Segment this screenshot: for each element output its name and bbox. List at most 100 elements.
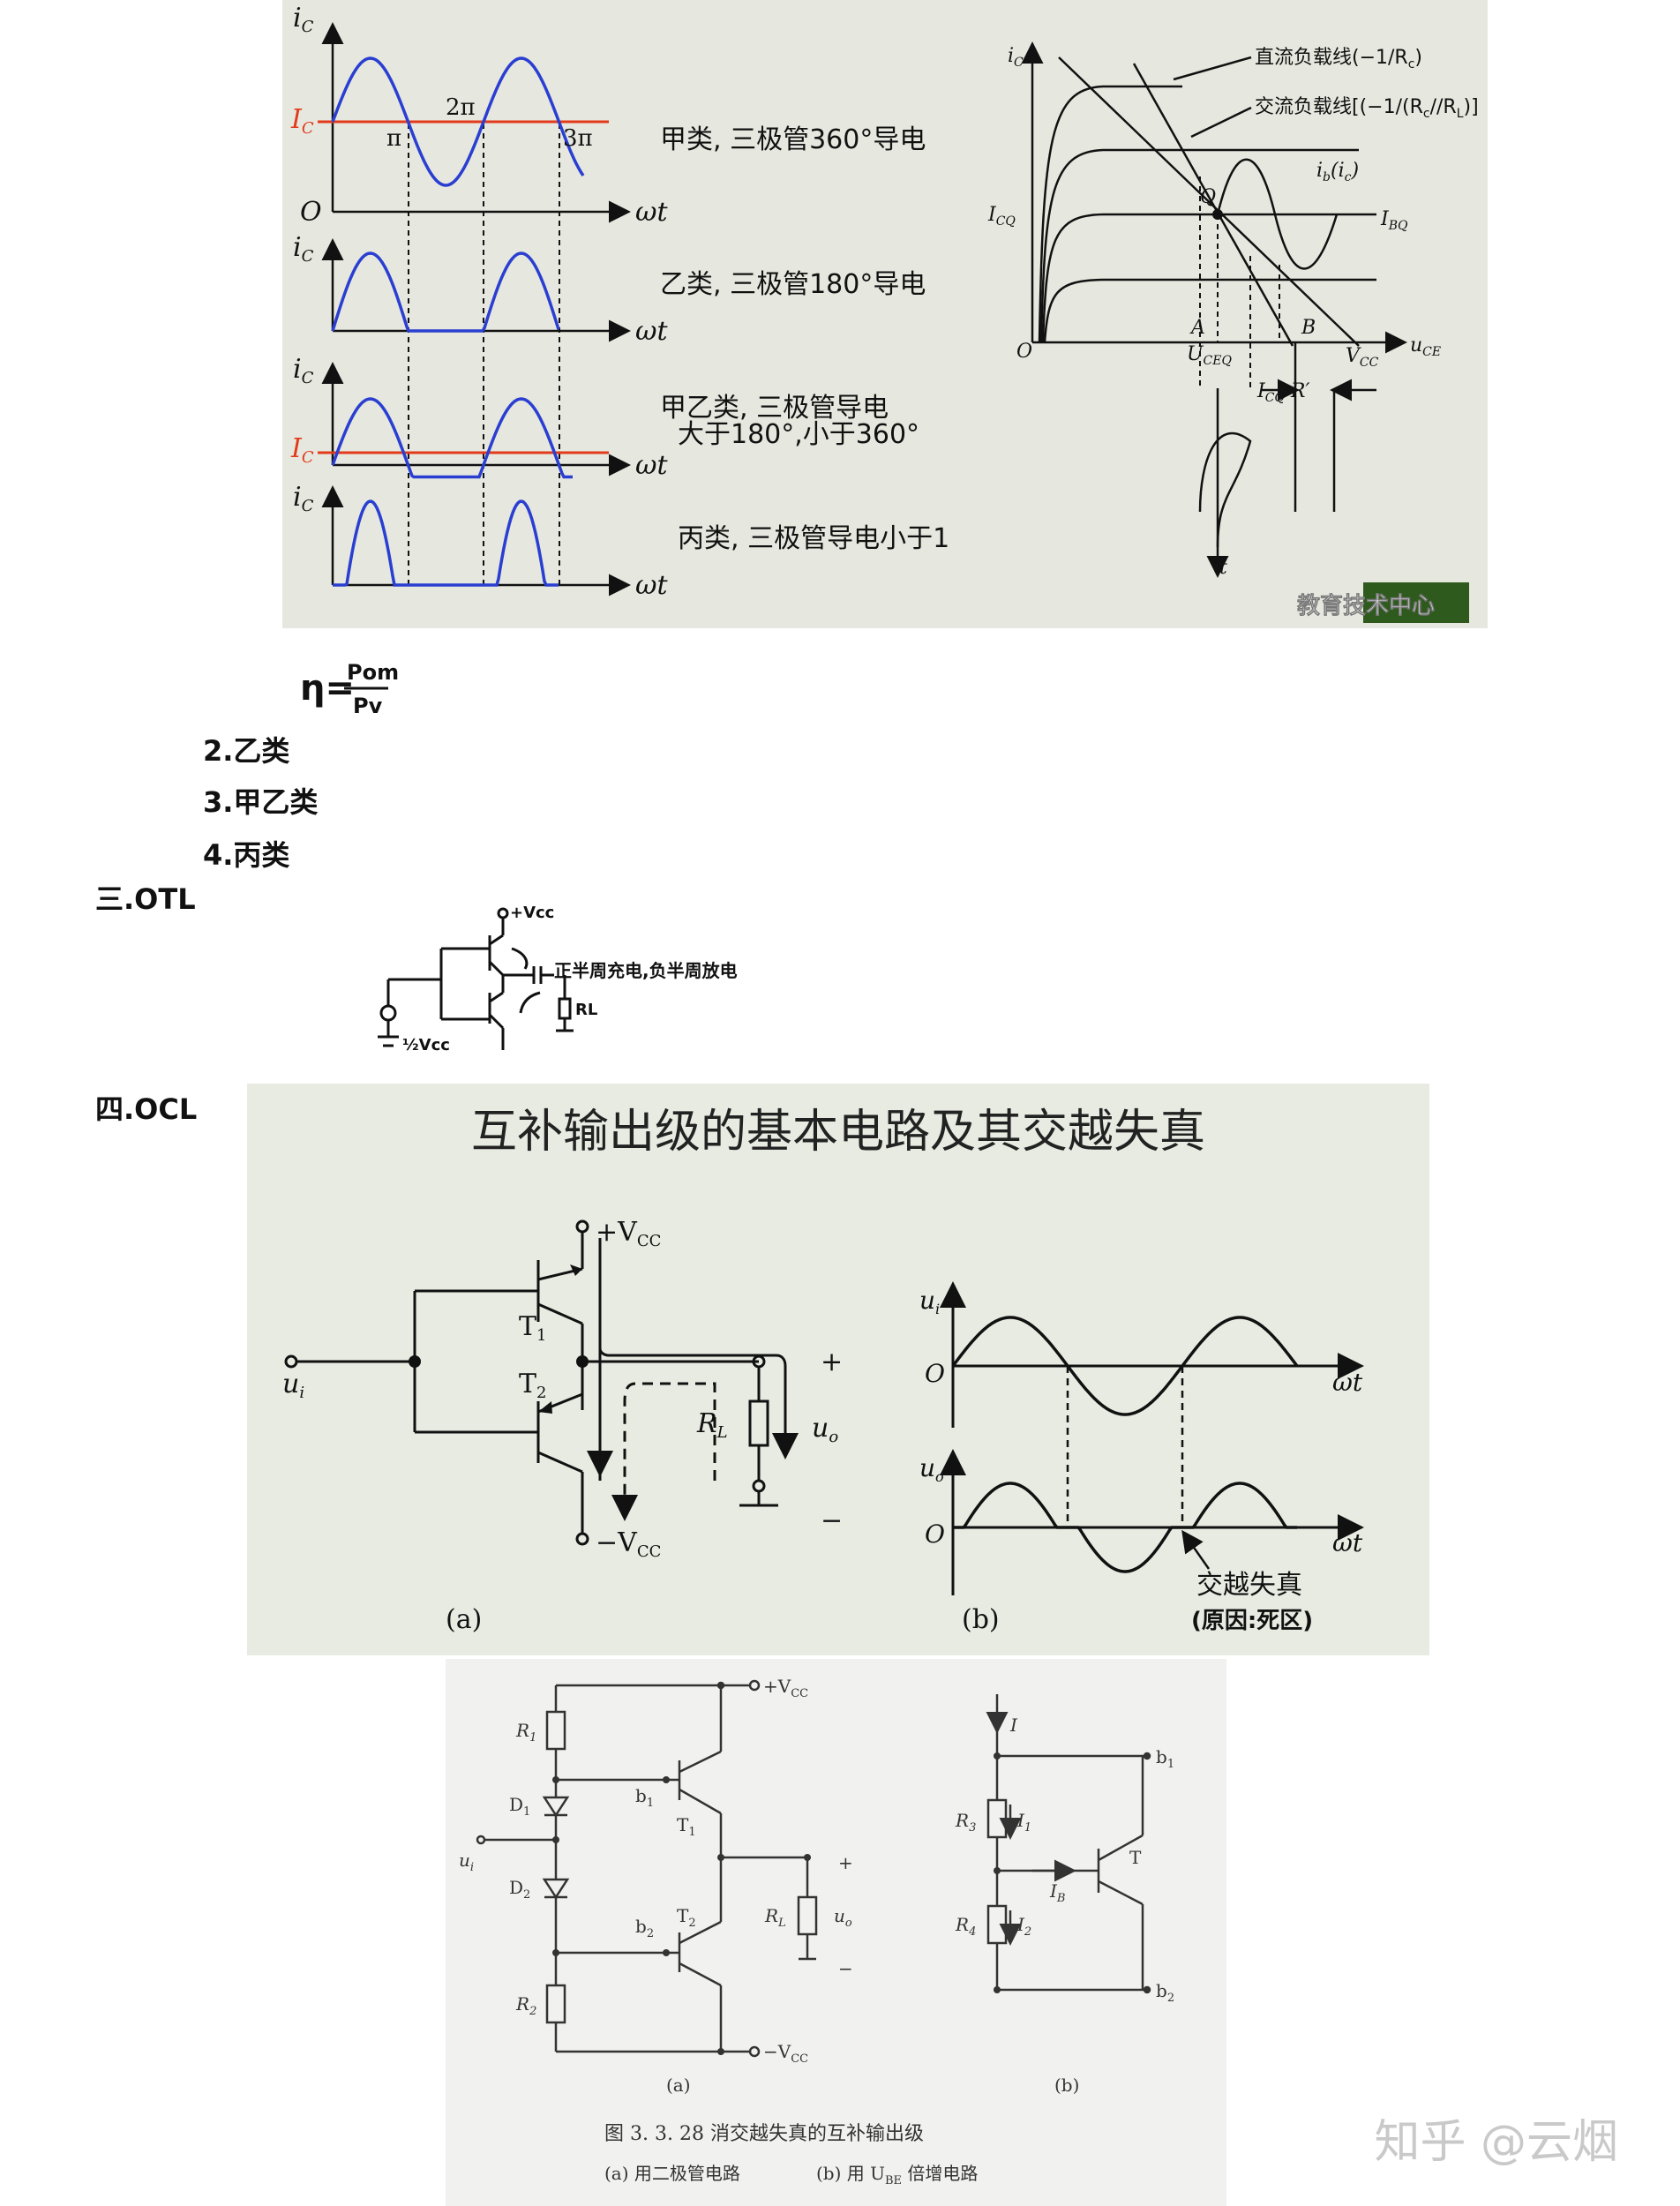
p3-vcc-plus: +VCC bbox=[763, 1676, 808, 1700]
p3-minus: − bbox=[838, 1958, 853, 1979]
ic-dc-label: IC bbox=[290, 104, 314, 138]
class-ab-text-1: 甲乙类, 三极管导电 bbox=[660, 393, 889, 424]
vcc-plus-label: +VCC bbox=[596, 1217, 661, 1250]
eta-numerator: Pom bbox=[347, 660, 399, 685]
rl-label: RL bbox=[696, 1408, 728, 1442]
p3-t1-label: T1 bbox=[677, 1814, 696, 1839]
crossover-label: 交越失真 bbox=[1196, 1570, 1302, 1601]
minus-label: − bbox=[821, 1505, 843, 1536]
eta-denominator: Pv bbox=[353, 694, 383, 718]
ac-load-line-label: 交流负载线[(−1/(Rc//RL)] bbox=[1255, 96, 1479, 121]
wt-label-3: ωt bbox=[635, 450, 668, 481]
wt-label-2: ωt bbox=[635, 316, 668, 347]
otl-circuit bbox=[378, 907, 574, 1050]
wt-label-4: ωt bbox=[635, 570, 668, 601]
class-c-text: 丙类, 三极管导电小于1 bbox=[678, 523, 949, 554]
note-item-4: 4.丙类 bbox=[203, 838, 289, 872]
p3-uo-label: uo bbox=[834, 1905, 852, 1930]
ic-axis-label-4: iC bbox=[293, 482, 314, 515]
ic-axis-label-2: iC bbox=[293, 232, 314, 266]
ib-ic-label: ib(ic) bbox=[1316, 160, 1359, 184]
p3-ui-label: ui bbox=[459, 1850, 474, 1874]
ui-label: ui bbox=[282, 1369, 304, 1402]
origin-top: O bbox=[925, 1359, 945, 1388]
watermark: 知乎 @云烟 bbox=[1374, 2116, 1618, 2169]
b2-label: b2 bbox=[635, 1916, 654, 1940]
class-b-waveform bbox=[331, 251, 560, 333]
input-sine-wave bbox=[951, 1316, 1299, 1416]
vcc-minus-label: −VCC bbox=[596, 1527, 661, 1561]
note-item-3: 3.甲乙类 bbox=[203, 785, 318, 819]
b-point-label: B bbox=[1301, 317, 1316, 339]
origin-label-right: O bbox=[1016, 341, 1032, 363]
r1-label: R1 bbox=[515, 1720, 536, 1745]
dc-load-line-label: 直流负载线(−1/Rc) bbox=[1255, 47, 1422, 71]
t1-label: T1 bbox=[519, 1311, 546, 1345]
caption-b: (b) bbox=[962, 1604, 1000, 1635]
class-ab-waveform bbox=[331, 397, 573, 479]
wt-label: ωt bbox=[635, 197, 668, 228]
note-item-2: 2.乙类 bbox=[203, 734, 289, 768]
otl-annotation: 正半周充电,负半周放电 bbox=[554, 960, 738, 981]
r2-label: R2 bbox=[515, 1993, 536, 2018]
wt-top: ωt bbox=[1332, 1368, 1363, 1397]
icq-label: ICQ bbox=[987, 204, 1016, 229]
plus-label: + bbox=[821, 1347, 843, 1377]
a-point-label: A bbox=[1189, 317, 1205, 339]
t-label: T bbox=[1129, 1847, 1142, 1868]
ui-axis-label: ui bbox=[919, 1286, 940, 1317]
vcc-label: VCC bbox=[1346, 345, 1379, 370]
three-pi-label: 3π bbox=[563, 125, 593, 152]
p3-plus: + bbox=[838, 1852, 853, 1873]
d1-label: D1 bbox=[509, 1794, 530, 1819]
class-waveforms-diagram: iC iC iC iC O ωt ωt ωt ωt IC IC π 2π 3π … bbox=[290, 3, 1479, 623]
ic-axis-label-right: iC bbox=[1008, 45, 1024, 70]
p3-rl-label: RL bbox=[764, 1905, 786, 1930]
icq-rl-label: ICQ·R′ bbox=[1256, 380, 1309, 405]
ibq-label: IBQ bbox=[1380, 208, 1408, 233]
crossover-elimination-panel: +VCC −VCC R1 R2 D1 D2 b1 b2 T1 T2 ui RL … bbox=[446, 1659, 1226, 2206]
otl-heading: 三.OTL bbox=[95, 882, 196, 916]
b-b1-label: b1 bbox=[1156, 1746, 1174, 1771]
b1-label: b1 bbox=[635, 1785, 654, 1810]
figure-title: 图 3. 3. 28 消交越失真的互补输出级 bbox=[604, 2123, 924, 2145]
r3-label: R3 bbox=[955, 1810, 976, 1835]
p3-caption-b: (b) bbox=[1054, 2075, 1079, 2096]
p3-t2-label: T2 bbox=[677, 1905, 696, 1930]
complementary-output-panel: 互补输出级的基本电路及其交越失真 +VCC −VCC T1 bbox=[247, 1084, 1429, 1655]
crossover-cause: (原因:死区) bbox=[1191, 1608, 1313, 1634]
b-b2-label: b2 bbox=[1156, 1980, 1174, 2005]
otl-half-vcc-label: ½Vcc bbox=[402, 1036, 450, 1054]
i-label: I bbox=[1009, 1715, 1018, 1736]
figure-sub-a: (a) 用二极管电路 bbox=[604, 2163, 740, 2184]
i2-label: I2 bbox=[1016, 1914, 1031, 1939]
logo-badge bbox=[1363, 582, 1469, 623]
complementary-output-diagram: 互补输出级的基本电路及其交越失真 +VCC −VCC T1 bbox=[282, 1106, 1364, 1635]
origin-bottom: O bbox=[925, 1519, 945, 1549]
ocl-heading: 四.OCL bbox=[95, 1092, 197, 1126]
p3-caption-a: (a) bbox=[666, 2075, 691, 2096]
otl-vcc-label: +Vcc bbox=[510, 904, 554, 922]
class-b-text: 乙类, 三极管180°导电 bbox=[660, 269, 926, 300]
handwritten-notes: η= Pom Pv 2.乙类 3.甲乙类 4.丙类 三.OTL 四.OCL +V… bbox=[95, 660, 738, 1126]
class-c-waveform bbox=[333, 499, 559, 587]
uceq-label: UCEQ bbox=[1187, 343, 1232, 368]
d2-label: D2 bbox=[509, 1877, 530, 1902]
ic-dc-label-2: IC bbox=[290, 433, 314, 467]
r4-label: R4 bbox=[955, 1914, 976, 1939]
ic-axis-label-3: iC bbox=[293, 354, 314, 387]
uce-axis-label: uCE bbox=[1410, 334, 1441, 359]
otl-rl-label: RL bbox=[575, 1001, 597, 1019]
class-ab-text-2: 大于180°,小于360° bbox=[678, 419, 919, 450]
wt-bottom: ωt bbox=[1332, 1528, 1363, 1557]
class-a-text: 甲类, 三极管360°导电 bbox=[660, 124, 926, 155]
figure-sub-b: (b) 用 UBE 倍增电路 bbox=[816, 2163, 978, 2187]
class-waveforms-panel: iC iC iC iC O ωt ωt ωt ωt IC IC π 2π 3π … bbox=[282, 0, 1488, 628]
i1-label: I1 bbox=[1016, 1810, 1031, 1835]
t-axis-label: t bbox=[1219, 557, 1227, 579]
two-pi-label: 2π bbox=[446, 94, 476, 121]
ib-label: IB bbox=[1049, 1880, 1065, 1905]
pi-label: π bbox=[386, 125, 401, 152]
panel-title: 互补输出级的基本电路及其交越失真 bbox=[471, 1106, 1205, 1159]
uo-label: uo bbox=[812, 1413, 838, 1446]
